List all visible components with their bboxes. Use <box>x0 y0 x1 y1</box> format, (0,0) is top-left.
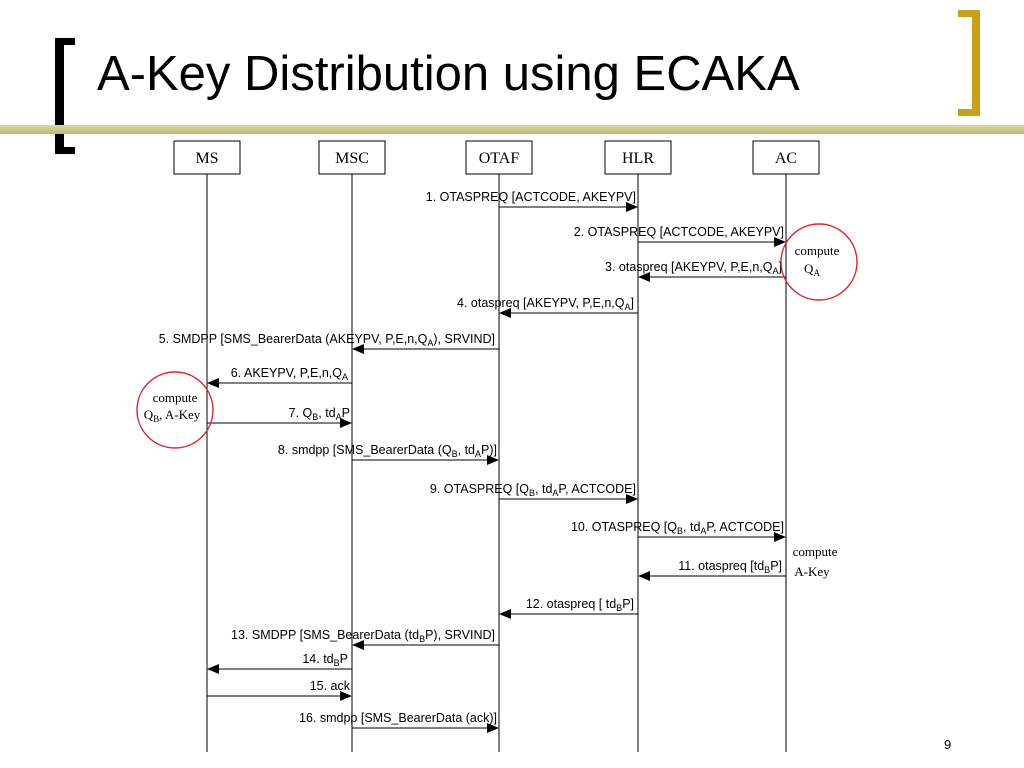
message-16-label: 16. smdpp [SMS_BearerData (ack)] <box>299 711 497 725</box>
ac-compute-note-line1: compute <box>795 243 840 258</box>
entity-label-ms: MS <box>195 150 218 167</box>
message-6-label: 6. AKEYPV, P,E,n,QA <box>231 366 348 382</box>
ac-compute-note-line2: QA <box>804 261 820 278</box>
message-12-label: 12. otaspreq [ tdBP] <box>526 597 634 613</box>
message-1-label: 1. OTASPREQ [ACTCODE, AKEYPV] <box>426 190 636 204</box>
message-9-label: 9. OTASPREQ [QB, tdAP, ACTCODE] <box>430 482 636 498</box>
message-13-label: 13. SMDPP [SMS_BearerData (tdBP), SRVIND… <box>231 628 495 644</box>
left-bracket-decoration <box>55 38 75 154</box>
entity-label-hlr: HLR <box>622 150 654 167</box>
message-2-label: 2. OTASPREQ [ACTCODE, AKEYPV] <box>574 225 784 239</box>
ms-compute-highlight-circle <box>136 371 214 449</box>
entity-box-ms <box>173 140 241 175</box>
message-8-label: 8. smdpp [SMS_BearerData (QB, tdAP)] <box>278 443 497 459</box>
entity-box-msc <box>318 140 386 175</box>
right-bracket-decoration <box>958 10 980 116</box>
message-5-label: 5. SMDPP [SMS_BearerData (AKEYPV, P,E,n,… <box>159 332 495 348</box>
message-15-label: 15. ack <box>310 679 351 693</box>
message-10-label: 10. OTASPREQ [QB, tdAP, ACTCODE] <box>571 520 784 536</box>
message-3-label: 3. otaspreq [AKEYPV, P,E,n,QA] <box>605 260 782 276</box>
message-4-label: 4. otaspreq [AKEYPV, P,E,n,QA] <box>457 296 634 312</box>
ac-compute-highlight-circle <box>780 223 858 301</box>
entity-label-ac: AC <box>775 150 797 167</box>
slide-title: A-Key Distribution using ECAKA <box>97 47 800 101</box>
ms-compute-note-line2: QB, A-Key <box>144 407 201 424</box>
title-underline-bar <box>0 125 1024 134</box>
ms-compute-note-line1: compute <box>153 390 198 405</box>
entity-label-msc: MSC <box>335 150 369 167</box>
message-11-label: 11. otaspreq [tdBP] <box>678 559 782 575</box>
entity-label-otaf: OTAF <box>479 150 520 167</box>
entity-box-otaf <box>465 140 533 175</box>
entity-box-ac <box>752 140 820 175</box>
entity-box-hlr <box>604 140 672 175</box>
ac-akey-note-line2: A-Key <box>794 564 830 579</box>
page-number: 9 <box>944 737 952 752</box>
message-14-label: 14. tdBP <box>302 652 348 668</box>
ac-akey-note-line1: compute <box>793 544 838 559</box>
message-7-label: 7. QB, tdAP <box>289 406 350 422</box>
